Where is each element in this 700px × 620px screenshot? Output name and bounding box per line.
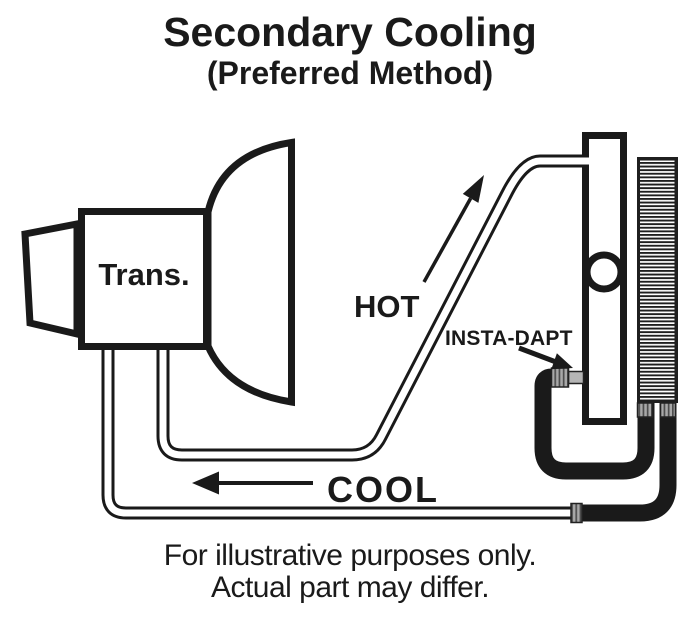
cooler-fitting-right: [659, 402, 677, 418]
radiator: [579, 132, 627, 425]
page-subtitle: (Preferred Method): [206, 55, 494, 91]
transmission-tailshaft: [21, 219, 81, 339]
insta-dapt-arrow-icon: [518, 345, 573, 370]
transmission-body: [78, 208, 210, 350]
footnote-line2: Actual part may differ.: [210, 571, 490, 604]
hose-radiator-to-cooler: [534, 368, 655, 480]
hose-cooler-return: [577, 403, 677, 522]
transmission-bellhousing: [204, 138, 295, 407]
inline-coupler: [570, 502, 583, 524]
cool-return-line: [101, 345, 576, 520]
insta-dapt-fitting: [550, 367, 585, 388]
cool-flow-arrow-icon: [192, 471, 313, 495]
page-title: Secondary Cooling: [163, 9, 537, 55]
cooler-fitting-left: [636, 402, 654, 418]
secondary-cooler: [637, 157, 678, 403]
radiator-circle: [583, 251, 625, 293]
footnote-line1: For illustrative purposes only.: [163, 539, 537, 572]
transmission-label: Trans.: [98, 257, 190, 292]
hot-label: HOT: [354, 289, 420, 324]
insta-dapt-label: INSTA-DAPT: [445, 327, 573, 350]
cool-label: COOL: [327, 469, 439, 510]
hot-feed-line: [156, 154, 588, 462]
hot-flow-arrow-icon: [422, 175, 484, 283]
